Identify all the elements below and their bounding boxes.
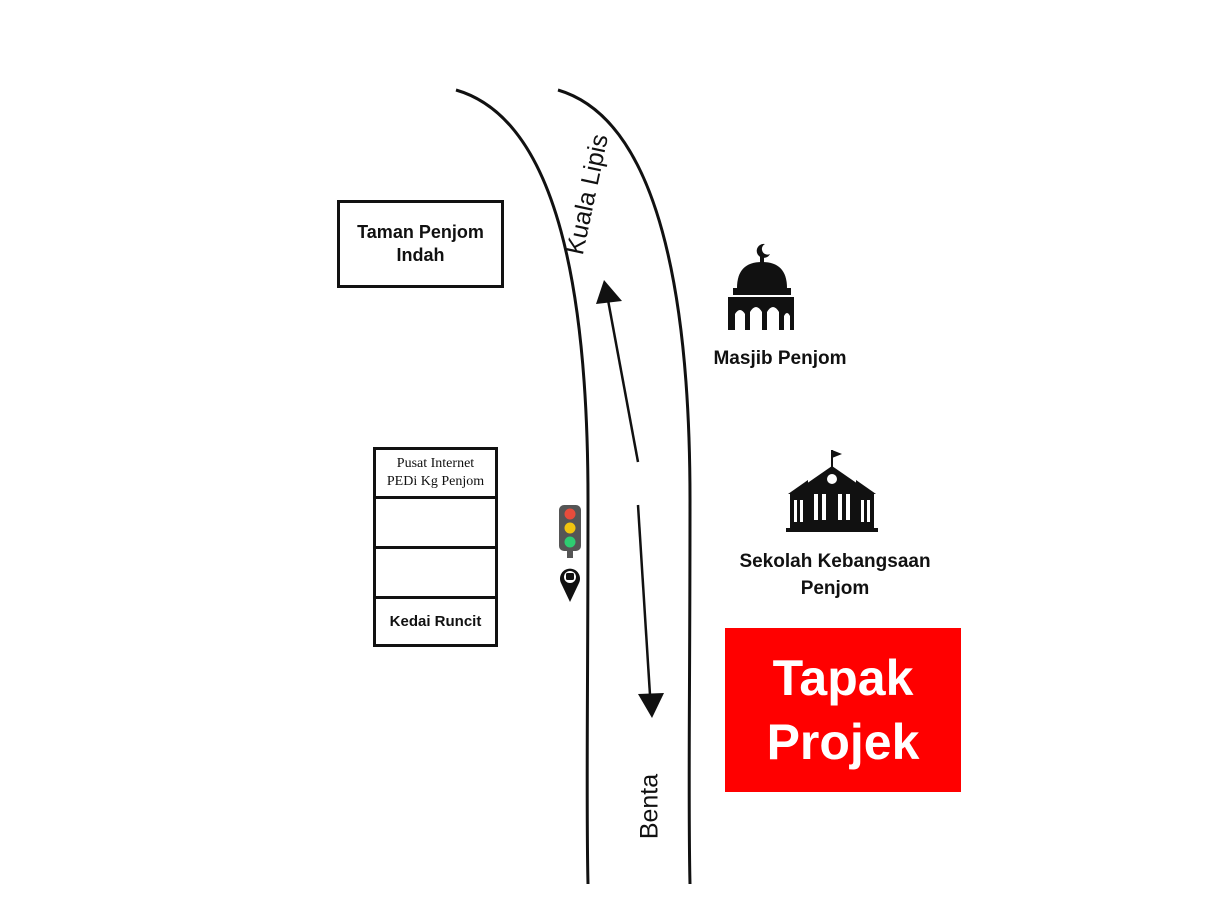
shop-unit-empty-1 <box>376 499 495 549</box>
arrow-north <box>596 280 640 463</box>
shop-row: Pusat Internet PEDi Kg Penjom Kedai Runc… <box>373 447 498 647</box>
road-label-benta: Benta <box>635 773 664 840</box>
kedai-runcit-label: Kedai Runcit <box>389 613 482 630</box>
traffic-light-icon <box>559 505 581 558</box>
road-edge-left <box>455 88 590 885</box>
school-icon <box>786 450 878 532</box>
arrow-south <box>636 504 664 718</box>
masjid-label: Masjib Penjom <box>713 348 847 369</box>
project-site-box: Tapak Projek <box>725 628 961 792</box>
taman-penjom-box: Taman Penjom Indah <box>337 200 504 288</box>
taman-penjom-label: Taman Penjom Indah <box>357 222 484 265</box>
sekolah-label: Sekolah Kebangsaan Penjom <box>739 551 931 599</box>
road-edge-right <box>557 88 692 885</box>
mosque-icon <box>728 243 794 330</box>
shop-unit-internet: Pusat Internet PEDi Kg Penjom <box>376 450 495 499</box>
shop-unit-kedai: Kedai Runcit <box>376 599 495 644</box>
shop-internet-label: Pusat Internet PEDi Kg Penjom <box>386 456 485 489</box>
bus-stop-icon <box>560 568 580 602</box>
shop-unit-empty-2 <box>376 549 495 599</box>
project-site-label: Tapak Projek <box>766 650 920 770</box>
